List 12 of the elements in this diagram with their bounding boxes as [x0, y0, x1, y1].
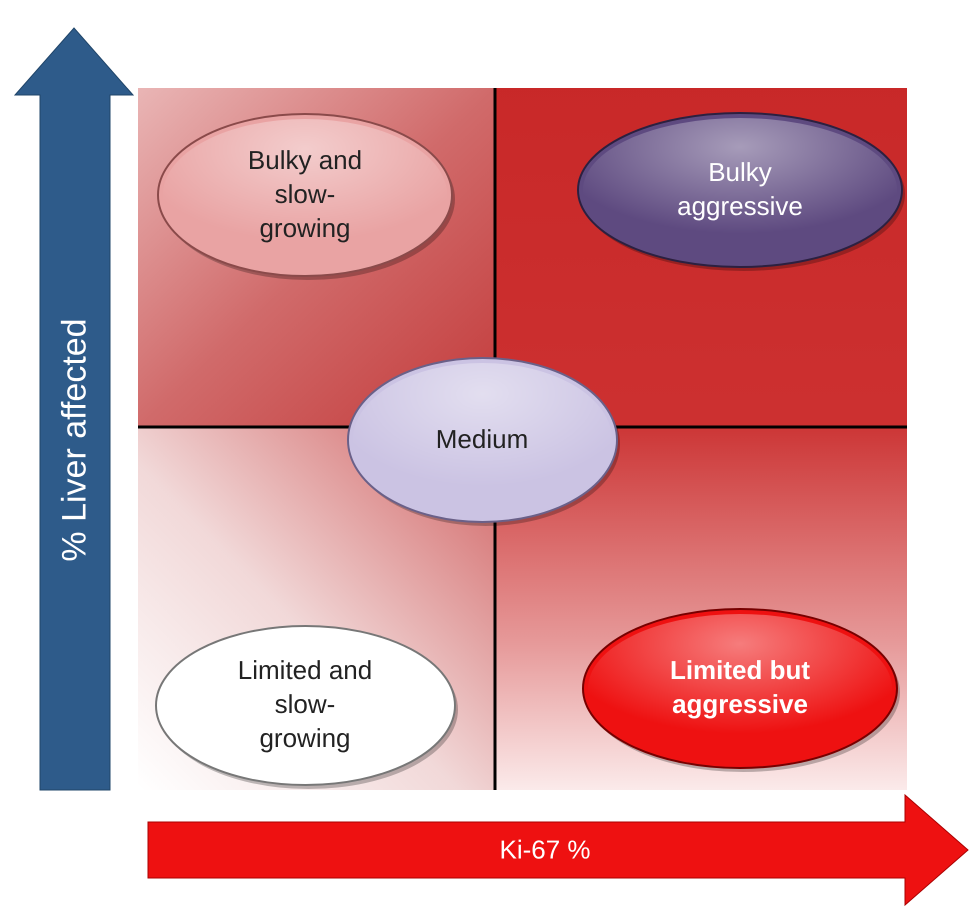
- ellipse-node: [575, 110, 905, 270]
- node-label: Limited and slow-growing: [236, 654, 374, 755]
- ellipse-node: [152, 622, 458, 788]
- node-label: Limited but aggressive: [668, 654, 812, 721]
- ellipse-node: [155, 111, 455, 279]
- node-label: Bulky and slow-growing: [246, 144, 364, 245]
- ellipse-node: [344, 355, 620, 525]
- axis-title: % Liver affected: [56, 318, 94, 562]
- node-label: Medium: [434, 423, 530, 456]
- axis-title: Ki-67 %: [499, 834, 591, 866]
- ellipse-node: [580, 606, 900, 770]
- node-label: Bulky aggressive: [676, 156, 804, 223]
